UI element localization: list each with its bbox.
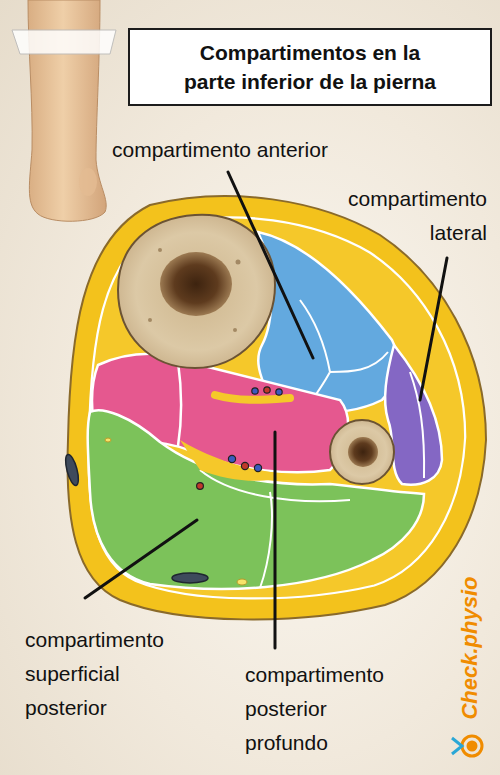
leg-thumbnail: [12, 0, 116, 221]
compartment-label: compartimento superficial posterior: [25, 623, 185, 725]
compartment-label: compartimento lateral: [327, 182, 487, 250]
compartment-label: compartimento posterior profundo: [245, 658, 405, 760]
title-box: Compartimentos en la parte inferior de l…: [128, 28, 492, 106]
watermark: Check.physio: [457, 576, 483, 719]
leader-lines: [85, 172, 447, 648]
title-text: Compartimentos en la parte inferior de l…: [175, 38, 445, 96]
compartment-label: compartimento anterior: [112, 133, 328, 167]
watermark-icon: [452, 736, 482, 756]
